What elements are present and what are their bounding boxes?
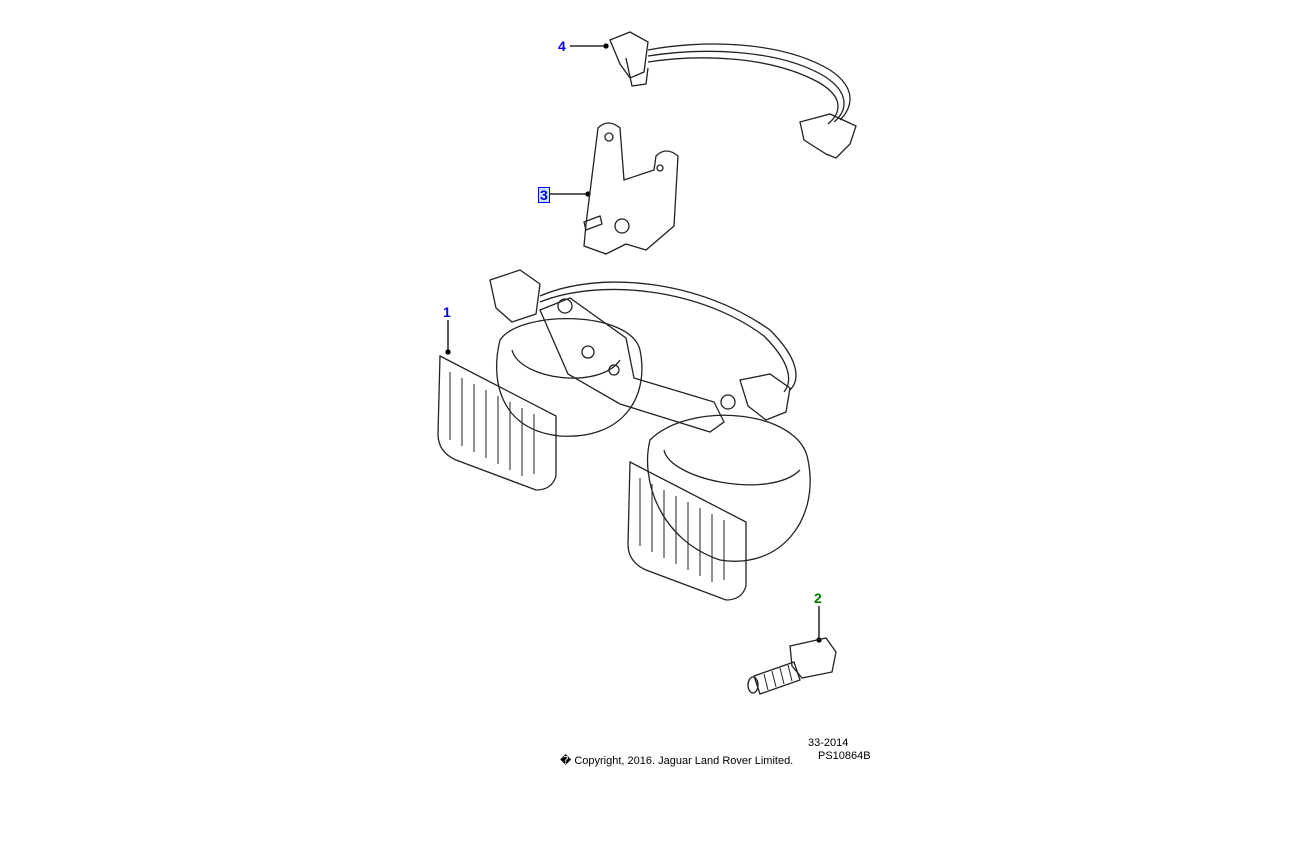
bracket-part-3 [583,122,679,255]
horn-pair-part-1 [437,269,811,601]
wiring-harness-part-4 [609,31,857,159]
callout-2[interactable]: 2 [814,590,822,606]
callout-3[interactable]: 3 [538,187,550,203]
leader-lines [445,43,822,643]
bolt-part-2 [747,637,837,695]
callout-1[interactable]: 1 [443,304,451,320]
callout-4[interactable]: 4 [558,38,566,54]
copyright-text: � Copyright, 2016. Jaguar Land Rover Lim… [560,755,794,767]
illustration-id: PS10864B [818,750,871,762]
figure-code: 33-2014 [808,737,849,749]
